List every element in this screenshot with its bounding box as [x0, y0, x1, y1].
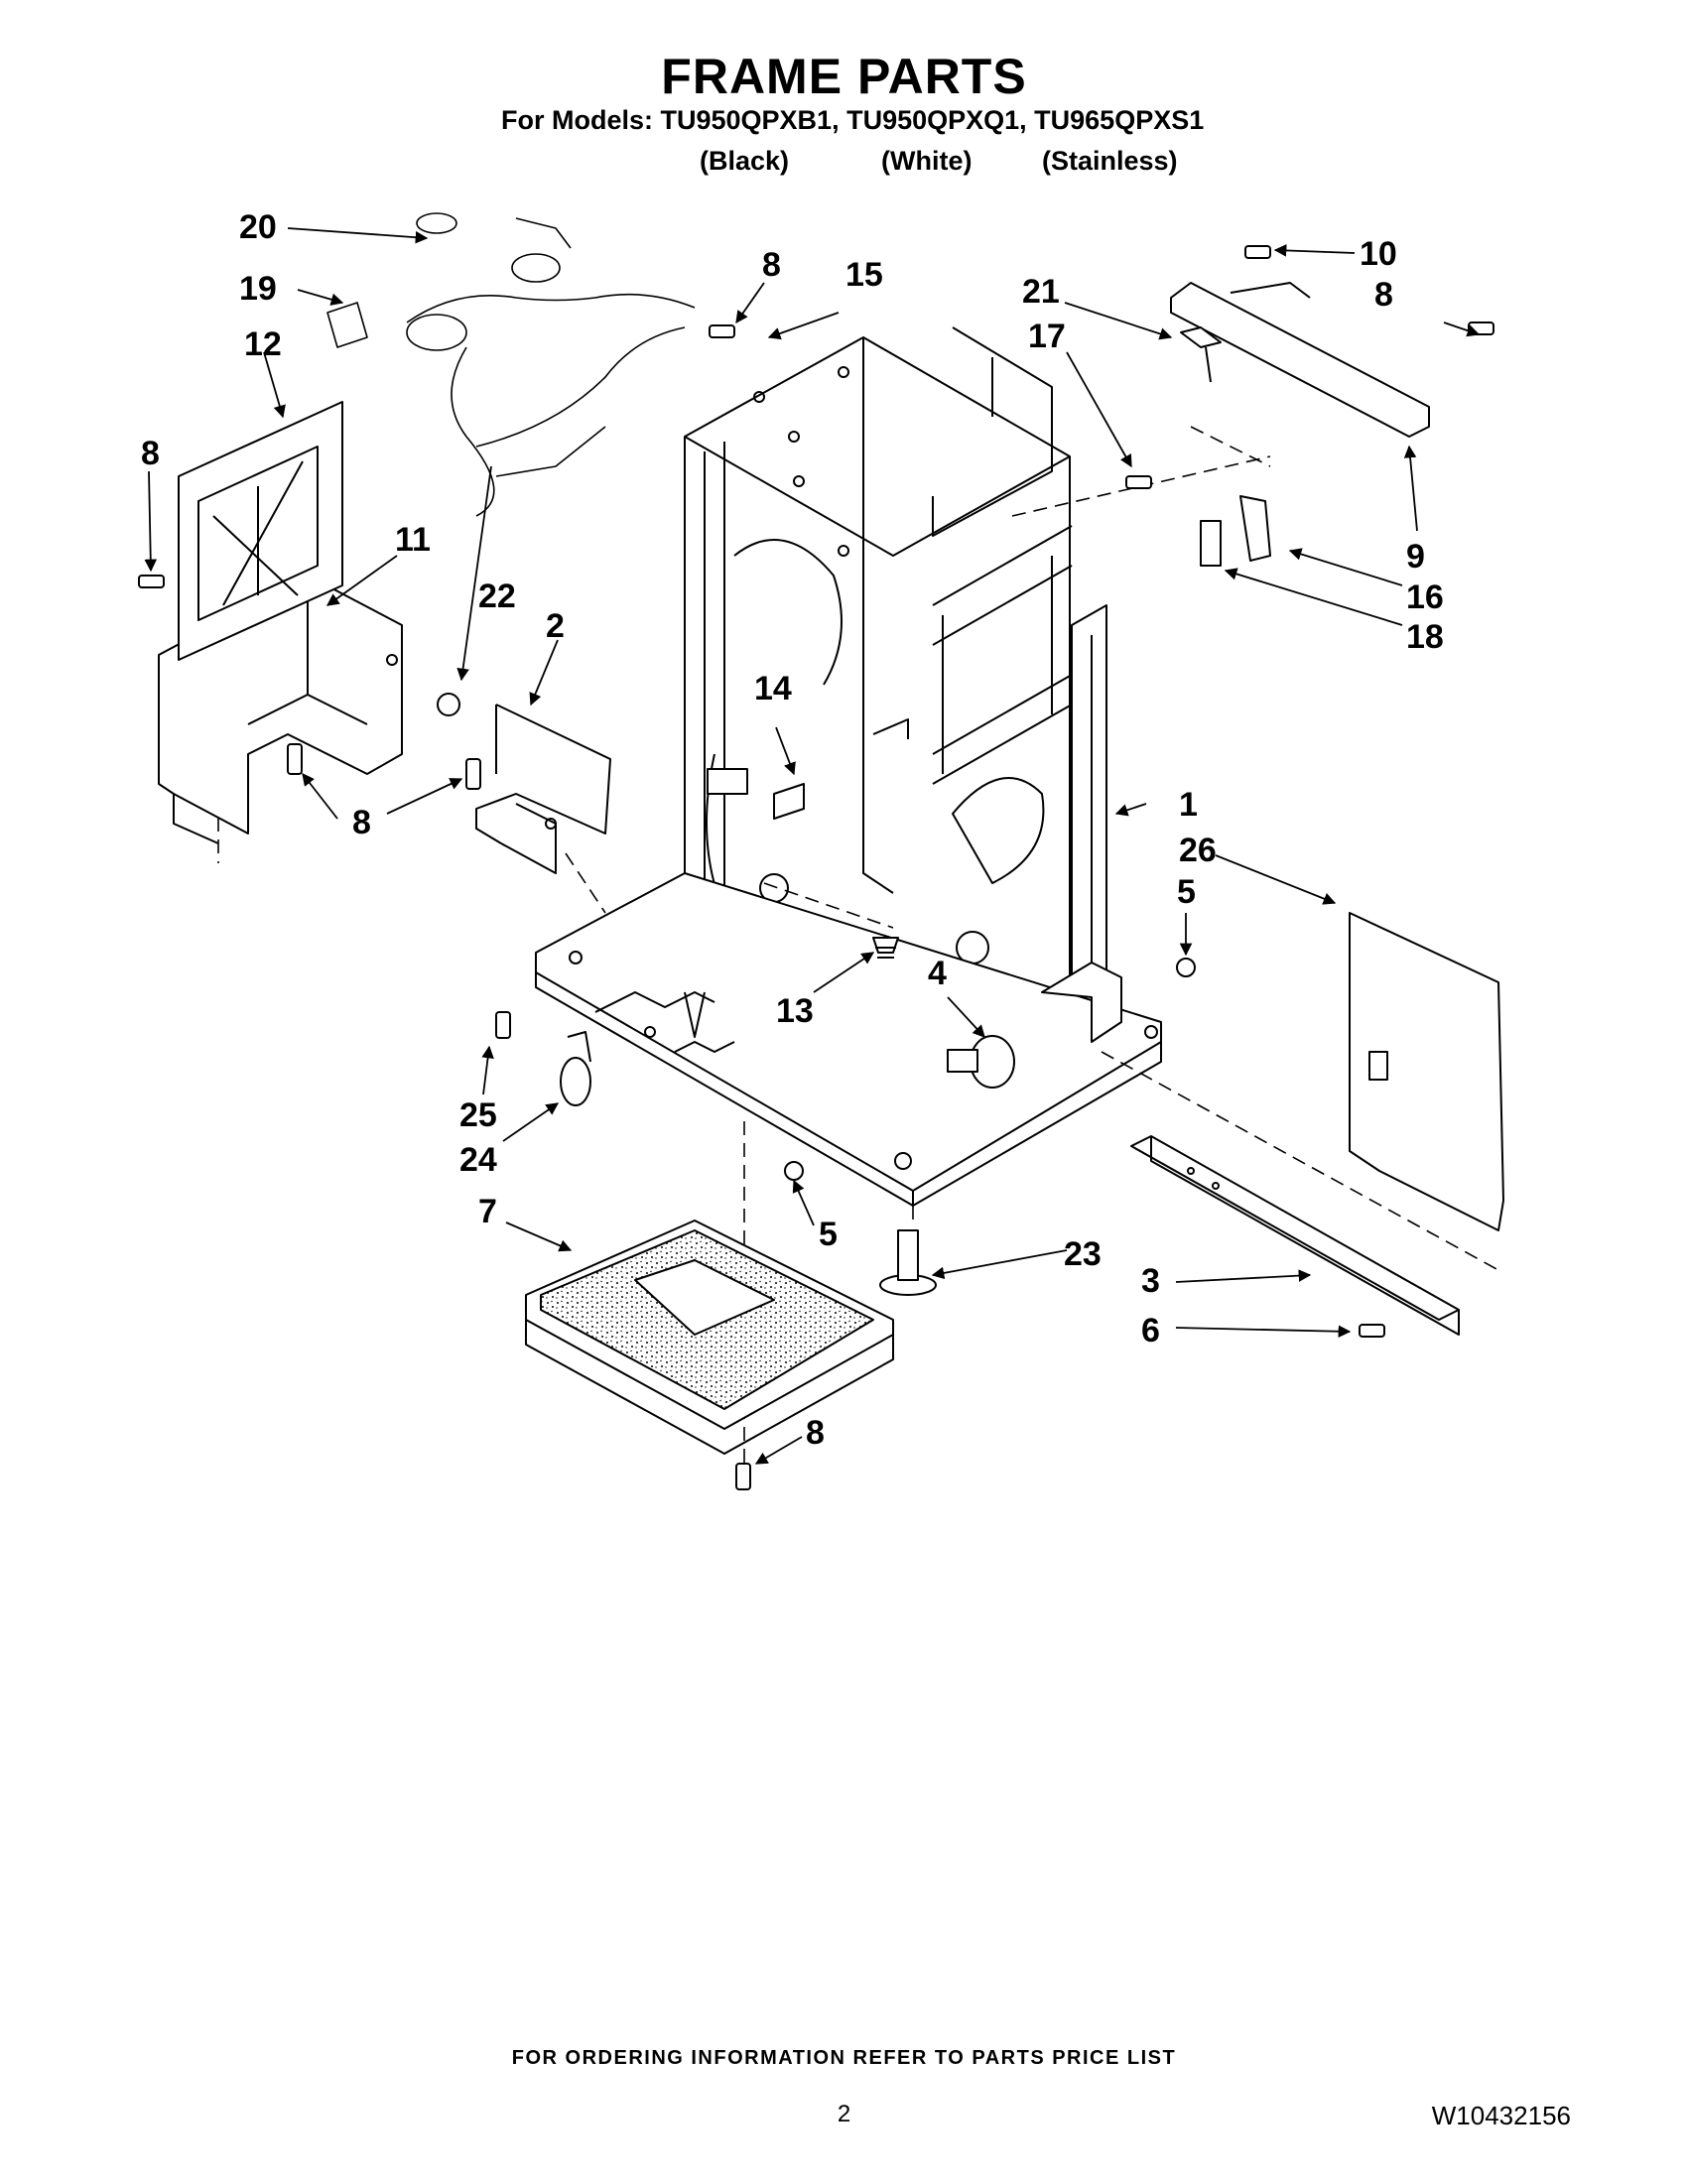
callout-20: 20 — [239, 208, 277, 246]
cabinet-frame — [684, 326, 1107, 1065]
callout-1: 1 — [1179, 786, 1198, 824]
callout-4: 4 — [928, 955, 947, 992]
callout-22: 22 — [478, 578, 516, 615]
part-7-base-pad — [525, 1220, 894, 1455]
callout-8: 8 — [1374, 276, 1393, 314]
callout-9: 9 — [1406, 538, 1425, 576]
callout-5: 5 — [1177, 873, 1196, 911]
callout-8: 8 — [806, 1414, 825, 1452]
callout-16: 16 — [1406, 578, 1444, 616]
color-label-stainless: (Stainless) — [1042, 146, 1178, 176]
color-label-black: (Black) — [700, 146, 790, 176]
part-26-side-panel — [1349, 912, 1504, 1231]
callout-labels: 20 19 12 8 11 22 2 8 8 15 21 17 10 8 9 1… — [141, 208, 1444, 1452]
callout-18: 18 — [1406, 618, 1444, 656]
leader-arrows — [144, 227, 1481, 1465]
callout-15: 15 — [845, 256, 883, 294]
models-line: For Models: TU950QPXB1, TU950QPXQ1, TU96… — [501, 105, 1205, 135]
part-9-bracket — [1170, 282, 1430, 438]
callout-12: 12 — [244, 325, 282, 363]
callout-13: 13 — [776, 992, 814, 1030]
page-title: FRAME PARTS — [661, 49, 1027, 104]
callout-26: 26 — [1179, 832, 1217, 869]
callout-23: 23 — [1064, 1235, 1102, 1273]
color-label-white: (White) — [881, 146, 973, 176]
wire-harness — [326, 212, 696, 517]
part-3-rail — [1130, 1135, 1460, 1336]
part-4-valve — [947, 1035, 1015, 1089]
fasteners — [138, 245, 1494, 1490]
part-24-caster — [560, 1031, 591, 1106]
callout-2: 2 — [546, 607, 565, 645]
callout-10: 10 — [1360, 235, 1397, 273]
callout-17: 17 — [1028, 318, 1066, 355]
page-number: 2 — [837, 2101, 851, 2127]
document-number: W10432156 — [1431, 2101, 1571, 2130]
callout-8: 8 — [762, 246, 781, 284]
callout-25: 25 — [459, 1096, 497, 1134]
callout-8: 8 — [141, 435, 160, 472]
part-23-leg — [879, 1229, 937, 1296]
callout-11: 11 — [395, 521, 431, 559]
callout-8: 8 — [352, 804, 371, 841]
ordering-note: FOR ORDERING INFORMATION REFER TO PARTS … — [511, 2047, 1177, 2069]
part-12-plate — [178, 401, 343, 661]
callout-5: 5 — [819, 1216, 838, 1253]
callout-6: 6 — [1141, 1312, 1160, 1349]
part-13-spring — [872, 937, 899, 959]
part-16-switch — [1200, 495, 1271, 567]
callout-19: 19 — [239, 270, 277, 308]
callout-24: 24 — [459, 1141, 497, 1179]
callout-3: 3 — [1141, 1262, 1160, 1300]
callout-14: 14 — [754, 670, 792, 707]
base-platform — [535, 872, 1162, 1207]
part-2-bracket — [475, 704, 611, 874]
callout-21: 21 — [1022, 273, 1060, 311]
callout-7: 7 — [478, 1193, 497, 1230]
